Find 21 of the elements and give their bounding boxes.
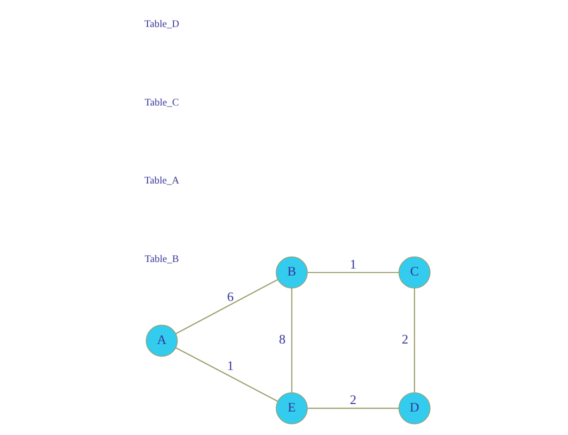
connector [307, 272, 398, 274]
label: Table_B [144, 254, 178, 266]
node-circle: D [398, 392, 430, 424]
connector [175, 347, 278, 402]
label: Table_A [144, 176, 179, 187]
edge-label: 1 [226, 358, 234, 374]
node-circle: A [145, 324, 178, 357]
connector [413, 288, 415, 392]
label: Table_C [144, 97, 178, 108]
edge-label: 8 [278, 332, 286, 347]
connector [307, 408, 398, 409]
label: Table_D [144, 18, 179, 30]
edge-label: 1 [349, 256, 356, 272]
connector [175, 279, 278, 334]
connector [290, 288, 292, 392]
node-circle: E [275, 392, 308, 424]
node-circle: C [398, 256, 430, 288]
edge-label: 2 [349, 392, 356, 408]
edge-label: 6 [226, 289, 234, 304]
edge-label: 2 [401, 332, 408, 347]
node-circle: B [275, 256, 308, 288]
